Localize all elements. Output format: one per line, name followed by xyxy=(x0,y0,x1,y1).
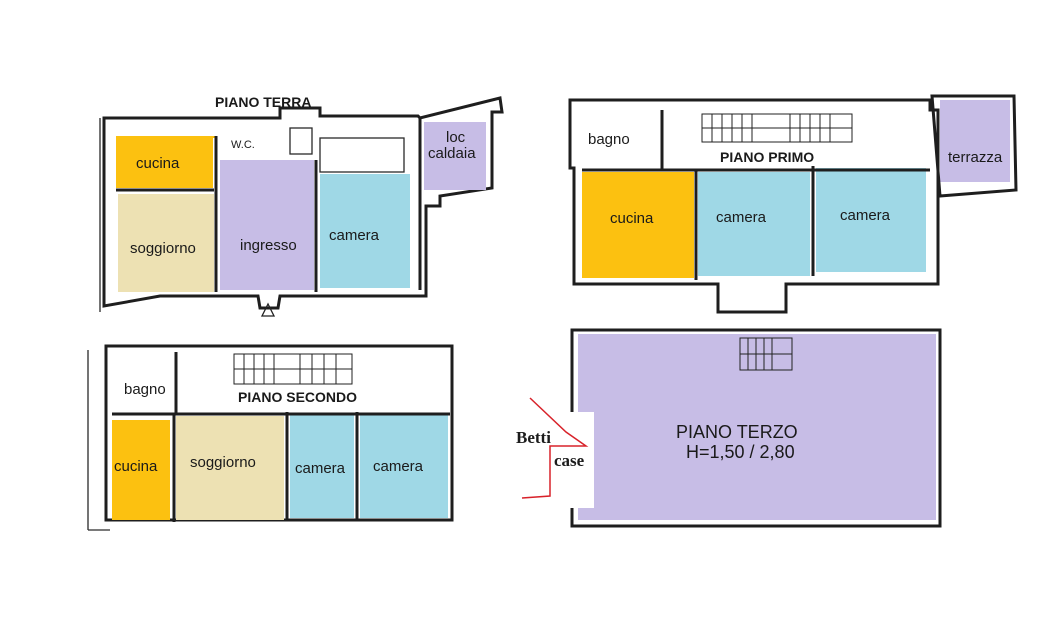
room-label-camera-secondo-2: camera xyxy=(373,458,424,475)
room-label-camera-primo-1: camera xyxy=(716,209,767,226)
room-label-cucina-primo: cucina xyxy=(610,210,654,227)
room-locale-caldaia-terra xyxy=(424,122,486,190)
room-wc-terra xyxy=(213,136,215,138)
room-label-camera-secondo-1: camera xyxy=(295,460,346,477)
room-label-bagno-secondo: bagno xyxy=(124,381,166,398)
logo-text-betti: Betti xyxy=(516,428,551,447)
room-label-bagno-primo: bagno xyxy=(588,131,630,148)
room-ingresso-terra xyxy=(220,160,314,290)
room-label-terrazza-primo: terrazza xyxy=(948,149,1003,166)
room-label-ingresso-terra: ingresso xyxy=(240,237,297,254)
room-cucina-secondo xyxy=(112,420,170,520)
room-camera-secondo-2 xyxy=(360,414,448,518)
floor-piano-terzo: PIANO TERZO H=1,50 / 2,80 xyxy=(570,328,942,528)
staircase-secondo xyxy=(233,353,353,385)
room-terrazza-primo xyxy=(940,100,1010,182)
room-cucina-terra xyxy=(116,136,213,188)
room-soggiorno-secondo xyxy=(176,416,284,520)
room-camera-terra xyxy=(320,174,410,288)
floor-name-piano-terzo: PIANO TERZO xyxy=(676,422,798,442)
entrance-arrow-icon xyxy=(260,302,276,317)
floor-piano-primo: bagno PIANO PRIMO cucina camera camera t… xyxy=(568,94,1018,314)
room-label-locale-caldaia-terra-1: loc xyxy=(446,129,466,146)
room-cucina-primo xyxy=(582,172,694,278)
logo-text-case: case xyxy=(554,451,585,470)
floor-name-piano-primo: PIANO PRIMO xyxy=(720,149,814,165)
room-camera-primo-1 xyxy=(698,172,810,276)
floor-height-note-terzo: H=1,50 / 2,80 xyxy=(686,442,795,462)
room-label-cucina-terra: cucina xyxy=(136,155,180,172)
staircase-terzo xyxy=(739,337,793,371)
staircase-primo xyxy=(701,113,853,143)
floor-name-piano-secondo: PIANO SECONDO xyxy=(238,389,357,405)
room-label-soggiorno-terra: soggiorno xyxy=(130,240,196,257)
room-label-wc-terra: W.C. xyxy=(231,139,255,151)
floor-piano-secondo: bagno PIANO SECONDO cucina soggiorno cam… xyxy=(87,344,454,531)
betti-case-logo: Betti case xyxy=(516,397,594,508)
room-label-camera-primo-2: camera xyxy=(840,207,891,224)
floor-name-piano-terra: PIANO TERRA xyxy=(215,94,311,110)
room-label-soggiorno-secondo: soggiorno xyxy=(190,454,256,471)
room-camera-secondo-1 xyxy=(290,414,354,518)
room-label-cucina-secondo: cucina xyxy=(114,458,158,475)
room-label-locale-caldaia-terra-2: caldaia xyxy=(428,145,476,162)
room-camera-primo-2 xyxy=(816,168,926,272)
floor-piano-terra: PIANO TERRA cucina W.C. soggiorno ingres… xyxy=(99,94,504,317)
room-label-camera-terra: camera xyxy=(329,227,380,244)
room-soggiorno-terra xyxy=(118,194,214,292)
room-sottotetto-terzo xyxy=(578,334,936,520)
